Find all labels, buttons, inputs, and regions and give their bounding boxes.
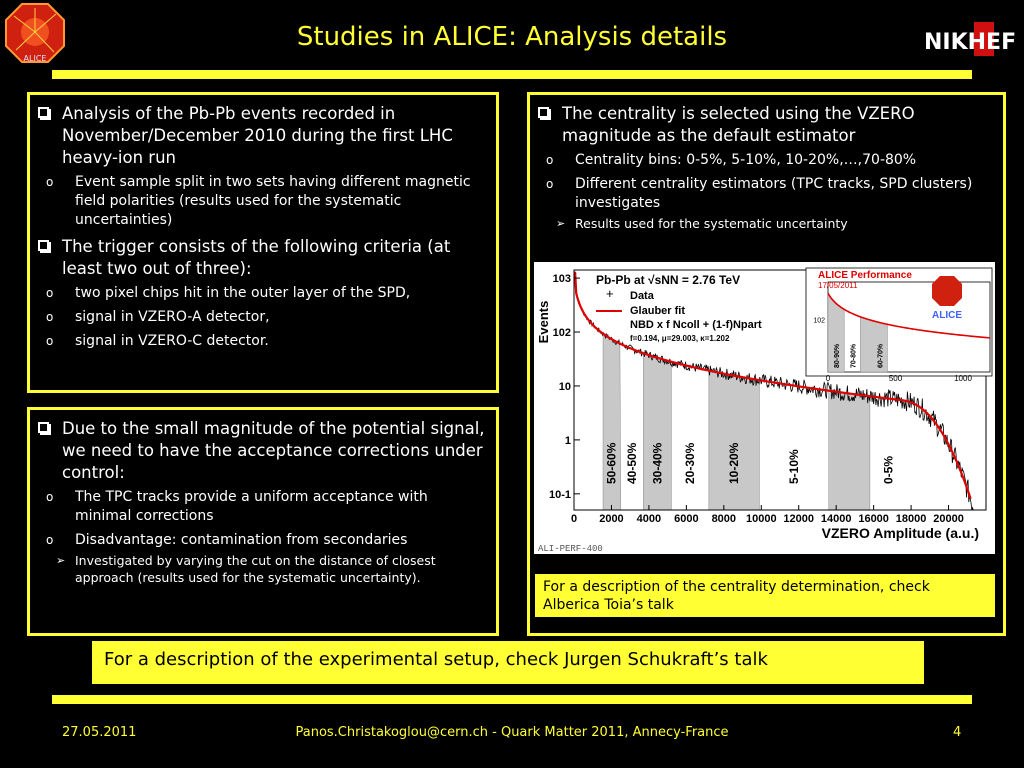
circle-bullet-icon: o <box>46 175 54 189</box>
checkbox-bullet-icon <box>538 107 551 120</box>
legend-model: NBD x f Ncoll + (1-f)Npart <box>630 319 762 331</box>
centrality-bin-label: 0-5% <box>882 456 896 484</box>
arrow-bullet-icon: ➢ <box>56 554 66 567</box>
sub-sub-bullet: ➢Investigated by varying the cut on the … <box>56 553 436 585</box>
inset-y-tick-label: 102 <box>813 318 825 325</box>
inset-alice-text: ALICE <box>932 310 962 321</box>
bullet-centrality: The centrality is selected using the VZE… <box>530 103 995 232</box>
footer-author: Panos.Christakoglou@cern.ch - Quark Matt… <box>295 725 729 740</box>
nikhef-logo: NIKHEF <box>922 18 1024 62</box>
alice-logo-text: ALICE <box>24 54 47 63</box>
x-tick-label: 6000 <box>674 513 698 525</box>
perf-id: ALI-PERF-400 <box>538 544 603 554</box>
inset-bin-label: 60-70% <box>877 343 884 368</box>
checkbox-bullet-icon <box>38 107 51 120</box>
x-tick-label: 16000 <box>858 513 889 525</box>
y-tick-label: 1 <box>565 435 571 447</box>
circle-bullet-icon: o <box>46 490 54 504</box>
inset-bin-label: 70-80% <box>850 343 857 368</box>
inset-fit-curve <box>827 292 991 339</box>
centrality-note: For a description of the centrality dete… <box>535 574 995 617</box>
circle-bullet-icon: o <box>46 286 54 300</box>
sub-sub-bullet: ➢Results used for the systematic uncerta… <box>556 216 848 231</box>
setup-note: For a description of the experimental se… <box>92 641 924 684</box>
centrality-bin-shade <box>708 370 760 511</box>
circle-bullet-icon: o <box>46 533 54 547</box>
inset-x-tick-label: 0 <box>826 374 831 383</box>
x-tick-label: 0 <box>571 513 577 525</box>
centrality-bin-shade <box>828 390 871 511</box>
bullet-trigger: The trigger consists of the following cr… <box>30 236 486 351</box>
centrality-bin-label: 10-20% <box>727 442 741 484</box>
legend-data: Data <box>630 290 655 302</box>
y-tick-label: 10-1 <box>549 489 571 501</box>
circle-bullet-icon: o <box>46 334 54 348</box>
footer-date: 27.05.2011 <box>62 725 137 740</box>
y-axis-label: Events <box>536 301 551 344</box>
bottom-divider <box>52 695 972 704</box>
centrality-bin-label: 30-40% <box>650 442 664 484</box>
bullet-analysis: Analysis of the Pb-Pb events recorded in… <box>30 103 486 230</box>
inset-x-tick-label: 1000 <box>954 374 972 383</box>
nikhef-logo-text: NIKHEF <box>924 30 1016 55</box>
x-tick-label: 18000 <box>896 513 927 525</box>
alice-logo: ALICE <box>5 3 65 63</box>
circle-bullet-icon: o <box>546 153 554 167</box>
panel-analysis-trigger: Analysis of the Pb-Pb events recorded in… <box>27 92 499 393</box>
checkbox-bullet-icon <box>38 422 51 435</box>
perf-label: ALICE Performance <box>818 270 912 281</box>
y-tick-label: 103 <box>553 273 571 285</box>
panel-centrality: The centrality is selected using the VZE… <box>527 92 1006 636</box>
top-divider <box>52 70 972 79</box>
bullet-acceptance: Due to the small magnitude of the potent… <box>30 418 486 586</box>
circle-bullet-icon: o <box>46 310 54 324</box>
inset-plot: 80-90% 70-80% 60-70% 0 500 1000 102 ALICE Perf… <box>805 267 993 383</box>
x-tick-label: 20000 <box>933 513 964 525</box>
arrow-bullet-icon: ➢ <box>556 217 566 230</box>
legend-fit: Glauber fit <box>630 305 685 317</box>
footer-page: 4 <box>953 725 962 740</box>
y-tick-label: 10 <box>559 381 571 393</box>
x-tick-label: 8000 <box>712 513 736 525</box>
x-tick-label: 10000 <box>746 513 777 525</box>
slide-title: Studies in ALICE: Analysis details <box>296 22 728 52</box>
checkbox-bullet-icon <box>38 240 51 253</box>
inset-x-tick-label: 500 <box>889 374 903 383</box>
data-marker-icon: + <box>606 286 614 301</box>
centrality-bin-label: 20-30% <box>683 442 697 484</box>
centrality-bin-label: 40-50% <box>625 442 639 484</box>
centrality-bin-shade <box>643 352 672 511</box>
x-tick-label: 4000 <box>637 513 661 525</box>
fit-curve <box>573 271 972 500</box>
inset-bin-label: 80-90% <box>834 343 841 368</box>
plot-frame <box>573 269 987 511</box>
perf-date: 17/05/2011 <box>818 281 858 290</box>
panel-acceptance: Due to the small magnitude of the potent… <box>27 407 499 636</box>
x-tick-label: 2000 <box>599 513 623 525</box>
circle-bullet-icon: o <box>546 177 554 191</box>
x-tick-label: 12000 <box>783 513 814 525</box>
legend-title: Pb-Pb at √sNN = 2.76 TeV <box>596 273 740 287</box>
centrality-bin-label: 50-60% <box>604 442 618 484</box>
x-tick-label: 14000 <box>821 513 852 525</box>
legend-params: f=0.194, μ=29.003, κ=1.202 <box>630 334 730 343</box>
x-axis-label: VZERO Amplitude (a.u.) <box>822 525 979 541</box>
centrality-bin-label: 5-10% <box>787 449 801 484</box>
inset-alice-logo-icon: ALICE <box>932 276 962 321</box>
y-tick-label: 102 <box>553 327 571 339</box>
